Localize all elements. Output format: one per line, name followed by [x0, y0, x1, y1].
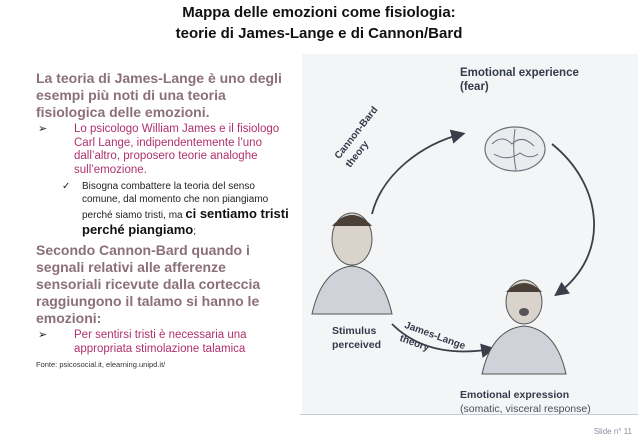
cannon-bard-arrow — [371, 129, 466, 215]
label-expression-line-2: (somatic, visceral response) — [460, 403, 591, 415]
arrow-bullet-icon: ➢ — [38, 329, 48, 341]
heading-james-lange: La teoria di James-Lange è uno degli ese… — [36, 70, 282, 120]
title-line-2: teorie di James-Lange e di Cannon/Bard — [175, 25, 463, 42]
check-bullet-icon: ✓ — [62, 181, 71, 192]
brain-icon — [484, 126, 546, 172]
label-stimulus-perceived: Stimulus perceived — [332, 325, 382, 351]
source-note: Fonte: psicosocial.it, elearning.unipd.i… — [36, 360, 166, 369]
title-line-1: Mappa delle emozioni come fisiologia: — [182, 4, 456, 21]
label-expression-line-1: Emotional expression — [460, 389, 570, 401]
arrow-bullet-icon: ➢ — [38, 123, 48, 135]
slide-number: Slide n° 11 — [593, 427, 632, 436]
diagram-art — [311, 126, 595, 375]
heading-cannon-bard: Secondo Cannon-Bard quando i segnali rel… — [36, 242, 261, 326]
bullet-james-lange: ➢ Lo psicologo William James e il fisiol… — [36, 123, 294, 177]
sub-bullet-end: ; — [193, 226, 197, 237]
sub-bullet-emphasis: ci sentiamo tristi perché piangiamo — [82, 206, 289, 237]
man-figure-right-icon — [481, 279, 567, 375]
sub-bullet-text: Bisogna combattere la teoria del senso c… — [82, 181, 269, 221]
bullet-cannon-bard: ➢ Per sentirsi tristi è necessaria una a… — [36, 329, 294, 356]
bullet-text: Lo psicologo William James e il fisiolog… — [74, 123, 280, 176]
man-figure-left-icon — [311, 212, 393, 315]
label-emotional-expression: Emotional expression (somatic, visceral … — [460, 388, 638, 416]
slide-title: Mappa delle emozioni come fisiologia: te… — [0, 2, 638, 44]
bullet-text: Per sentirsi tristi è necessaria una app… — [74, 329, 247, 355]
text-column: La teoria di James-Lange è uno degli ese… — [36, 70, 294, 369]
brain-to-expression-arrow — [551, 143, 595, 297]
emotion-theories-diagram: Emotional experience (fear) Cannon-Bard … — [302, 54, 638, 416]
sub-bullet-common-sense: ✓ Bisogna combattere la teoria del senso… — [36, 180, 294, 238]
james-lange-arrow — [391, 323, 496, 358]
label-emotional-experience: Emotional experience (fear) — [460, 67, 579, 93]
footer-divider — [300, 414, 638, 415]
